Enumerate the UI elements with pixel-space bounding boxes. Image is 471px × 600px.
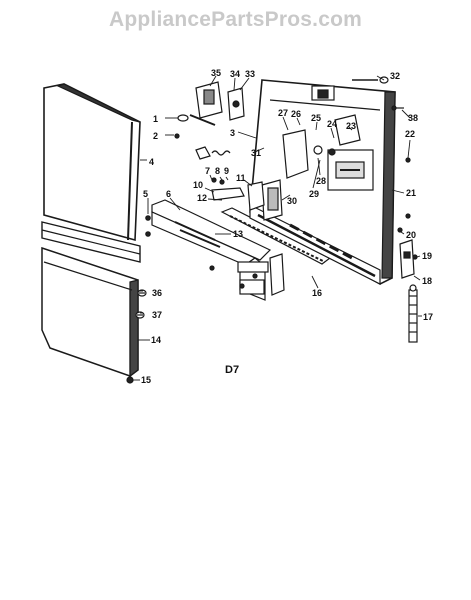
watermark: AppliancePartsPros.com — [109, 8, 362, 31]
upper-screws — [352, 76, 411, 219]
part-label-17: 17 — [423, 312, 433, 322]
part-label-37: 37 — [152, 310, 162, 320]
part-label-21: 21 — [406, 188, 416, 198]
inner-door-liner — [249, 79, 396, 285]
part-label-15: 15 — [141, 375, 151, 385]
part-label-30: 30 — [287, 196, 297, 206]
part-label-25: 25 — [311, 113, 321, 123]
lower-kick-panel — [41, 246, 139, 378]
part-label-18: 18 — [422, 276, 432, 286]
part-label-34: 34 — [230, 69, 240, 79]
part-label-27: 27 — [278, 108, 288, 118]
part-label-10: 10 — [193, 180, 203, 190]
part-label-2: 2 — [153, 131, 158, 141]
part-label-36: 36 — [152, 288, 162, 298]
part-label-7: 7 — [205, 166, 210, 176]
part-label-26: 26 — [291, 109, 301, 119]
part-label-14: 14 — [151, 335, 161, 345]
part-label-35: 35 — [211, 68, 221, 78]
part-label-33: 33 — [245, 69, 255, 79]
part-label-19: 19 — [422, 251, 432, 261]
part-label-13: 13 — [233, 229, 243, 239]
part-label-31: 31 — [251, 148, 261, 158]
part-label-22: 22 — [405, 129, 415, 139]
door-trim-strip — [41, 215, 151, 263]
leader-lines — [132, 75, 422, 381]
door-frame-bracket — [151, 199, 272, 301]
part-label-20: 20 — [406, 230, 416, 240]
part-label-28: 28 — [316, 176, 326, 186]
part-label-32: 32 — [390, 71, 400, 81]
part-label-29: 29 — [309, 189, 319, 199]
part-label-3: 3 — [230, 128, 235, 138]
part-label-11: 11 — [236, 173, 246, 183]
part-label-5: 5 — [143, 189, 148, 199]
part-label-38: 38 — [408, 113, 418, 123]
door-latch-assembly — [174, 81, 245, 139]
part-label-9: 9 — [224, 166, 229, 176]
part-label-1: 1 — [153, 114, 158, 124]
part-label-24: 24 — [327, 119, 337, 129]
diagram-code: D7 — [225, 364, 239, 376]
outer-door-panel — [43, 83, 141, 242]
part-labels: 1 2 3 4 5 6 7 8 9 10 11 12 13 14 15 16 1… — [141, 68, 433, 385]
part-label-16: 16 — [312, 288, 322, 298]
kick-panel-screws — [126, 289, 147, 384]
part-label-8: 8 — [215, 166, 220, 176]
part-label-12: 12 — [197, 193, 207, 203]
part-label-4: 4 — [149, 157, 154, 167]
part-label-23: 23 — [346, 121, 356, 131]
spring-and-pins — [195, 146, 265, 211]
part-label-6: 6 — [166, 189, 171, 199]
door-hinge-parts — [397, 227, 418, 343]
